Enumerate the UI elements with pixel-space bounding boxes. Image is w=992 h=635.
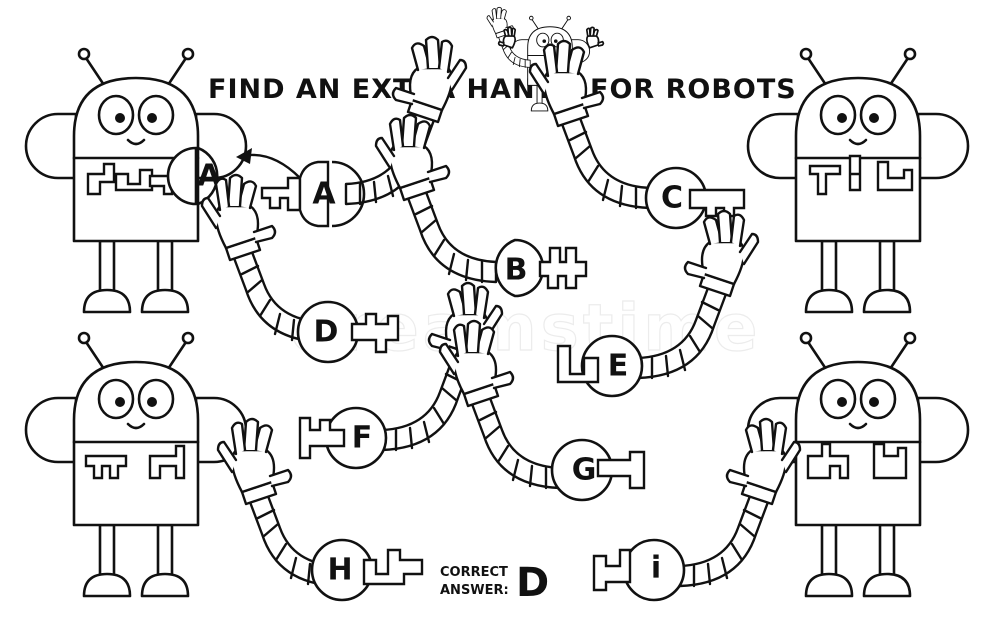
hand-a[interactable]: A — [260, 35, 468, 228]
title-part-2: FOR ROBOTS — [590, 74, 797, 105]
hand-f[interactable]: F — [298, 281, 504, 470]
robot-top-left: A — [24, 47, 248, 314]
hand-label: C — [661, 181, 683, 216]
hand-label: A — [312, 177, 336, 212]
hand-label: D — [314, 315, 339, 350]
correct-answer: CORRECT ANSWER: D — [440, 560, 549, 606]
hand-c[interactable]: C — [528, 39, 746, 230]
hand-label: H — [327, 553, 352, 588]
hand-e[interactable]: E — [556, 209, 760, 398]
hand-label: G — [572, 453, 597, 488]
hand-label: E — [608, 349, 629, 384]
title-robot-wave-hand-left — [497, 26, 517, 49]
hand-label: F — [352, 421, 373, 456]
robot-bottom-right — [746, 331, 970, 598]
answer-line-2: ANSWER: — [440, 583, 509, 598]
answer-line-1: CORRECT — [440, 565, 508, 580]
hand-label: B — [505, 253, 528, 288]
title-robot-wave-hand-right — [585, 26, 605, 49]
hand-i[interactable]: i — [592, 417, 802, 602]
hand-g[interactable]: G — [438, 319, 646, 502]
title-part-1: FIND AN EXTRA HAND — [208, 74, 559, 105]
hand-d[interactable]: D — [200, 173, 400, 364]
robot-bottom-left — [24, 331, 248, 598]
hand-label: i — [651, 551, 661, 586]
hand-h[interactable]: H — [216, 417, 424, 602]
arrow-a-to-robot — [236, 148, 301, 179]
robot-top-right — [746, 47, 970, 314]
hand-b[interactable]: B — [374, 113, 588, 298]
answer-letter: D — [516, 560, 549, 606]
